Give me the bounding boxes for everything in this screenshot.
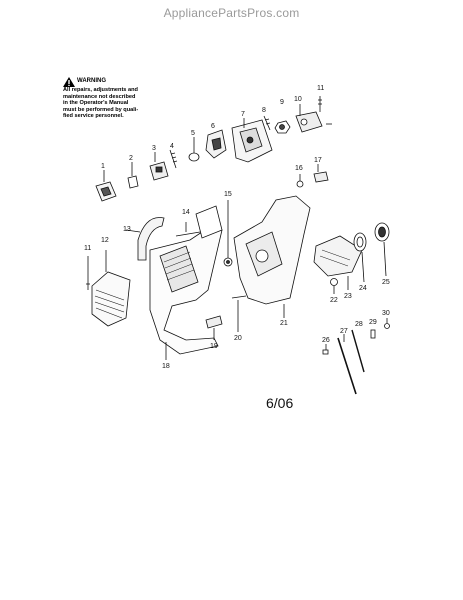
part-10	[295, 104, 323, 133]
callout-11-left: 11	[84, 245, 91, 252]
warning-line: fied service personnel.	[63, 113, 124, 120]
callout-9: 9	[280, 99, 284, 106]
part-14	[175, 222, 201, 237]
part-11-top	[318, 96, 332, 125]
warning-line: All repairs, adjustments and	[63, 87, 138, 93]
warning-line: in the Operator's Manual	[63, 100, 129, 107]
part-17	[313, 164, 329, 183]
callout-6: 6	[211, 123, 215, 130]
part-25	[374, 222, 390, 277]
part-1	[95, 170, 117, 202]
warning-title: WARNING	[77, 78, 106, 84]
callout-1: 1	[101, 163, 105, 170]
warning-triangle-icon	[63, 77, 75, 87]
warning-line: must be performed by quali-	[63, 106, 139, 113]
part-22	[330, 278, 338, 294]
part-4	[169, 149, 178, 169]
part-15	[223, 200, 233, 267]
part-2	[127, 162, 139, 189]
callout-20: 20	[234, 335, 242, 342]
callout-24: 24	[359, 285, 367, 292]
callout-11-top: 11	[317, 85, 324, 92]
callout-17: 17	[314, 157, 322, 164]
callout-18: 18	[162, 363, 170, 370]
part-7	[231, 118, 273, 163]
callout-7: 7	[241, 111, 245, 118]
callout-15: 15	[224, 191, 232, 198]
callout-14: 14	[182, 209, 190, 216]
warning-line: maintenance not described	[63, 93, 136, 100]
revision-date: 6/06	[266, 395, 294, 411]
callout-22: 22	[330, 297, 338, 304]
callout-27: 27	[340, 328, 348, 335]
callout-19: 19	[210, 343, 218, 350]
part-29	[370, 329, 376, 339]
site-watermark: AppliancePartsPros.com	[163, 6, 300, 20]
callout-26: 26	[322, 337, 330, 344]
part-11-left	[86, 256, 90, 290]
callout-25: 25	[382, 279, 390, 286]
part-13	[125, 217, 165, 261]
part-16	[296, 174, 304, 188]
part-6	[205, 129, 227, 159]
warning-text: All repairs, adjustments and maintenance…	[63, 87, 163, 120]
part-23	[313, 235, 363, 290]
part-19	[205, 315, 223, 340]
callout-5: 5	[191, 130, 195, 137]
part-27	[337, 334, 357, 395]
callout-2: 2	[129, 155, 133, 162]
part-26	[322, 344, 329, 355]
part-28	[351, 329, 365, 373]
callout-3: 3	[152, 145, 156, 152]
callout-8: 8	[262, 107, 266, 114]
callout-29: 29	[369, 319, 377, 326]
part-12	[91, 250, 131, 327]
callout-23: 23	[344, 293, 352, 300]
part-3	[149, 152, 169, 181]
callout-16: 16	[295, 165, 303, 172]
part-18	[149, 205, 223, 360]
part-20	[231, 295, 247, 332]
part-24	[353, 232, 367, 283]
part-9	[274, 120, 291, 134]
callout-12: 12	[101, 237, 109, 244]
part-5	[188, 137, 200, 162]
callout-21: 21	[280, 320, 288, 327]
callout-13: 13	[123, 226, 131, 233]
callout-10: 10	[294, 96, 302, 103]
warning-notice: WARNING All repairs, adjustments and mai…	[63, 77, 163, 120]
part-8	[263, 115, 271, 131]
callout-4: 4	[170, 143, 174, 150]
callout-30: 30	[382, 310, 390, 317]
part-21	[233, 195, 311, 318]
part-30	[384, 318, 390, 329]
callout-28: 28	[355, 321, 363, 328]
